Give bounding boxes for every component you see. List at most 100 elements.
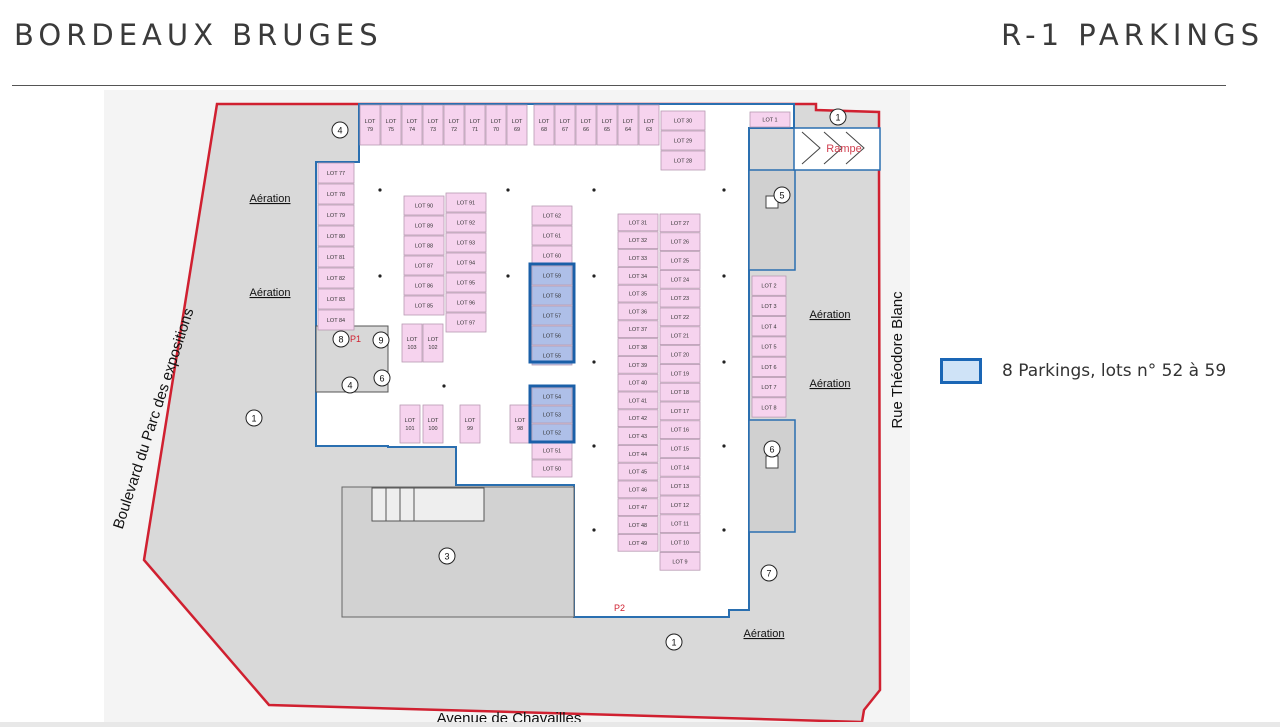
- parking-lot: [659, 514, 701, 533]
- parking-lot: [659, 401, 701, 421]
- parking-lot: [317, 288, 355, 310]
- parking-lot-label: LOT 14: [671, 465, 689, 471]
- zone-marker-label: 6: [769, 445, 774, 455]
- parking-lot: [659, 232, 701, 252]
- zone-marker-circle: [245, 409, 263, 427]
- parking-lot: [403, 215, 445, 236]
- parking-lot-label: LOT 33: [629, 256, 647, 262]
- parking-lot-label: LOT 1: [762, 118, 777, 124]
- parking-lot: [596, 104, 618, 146]
- parking-lot-label: LOT 17: [671, 409, 689, 415]
- parking-lot: [403, 275, 445, 296]
- legend-text: 8 Parkings, lots n° 52 à 59: [1002, 361, 1227, 381]
- zone-marker-circle: [341, 376, 359, 394]
- parking-lot: [660, 150, 706, 171]
- zone-marker-circle: [373, 369, 391, 387]
- parking-lot: [445, 252, 487, 273]
- parking-lot-label: LOT 27: [671, 221, 689, 227]
- header-divider: [12, 85, 1226, 86]
- parking-lot: [380, 104, 402, 146]
- parking-lot: [617, 391, 659, 410]
- highlight-frame: [528, 262, 576, 364]
- parking-lot-label: LOT 80: [327, 234, 345, 240]
- zone-marker-label: 1: [251, 414, 256, 424]
- pillar-dot: [378, 274, 382, 278]
- parking-lot: [509, 404, 531, 444]
- parking-lot: [445, 192, 487, 213]
- header-title-right: R-1 PARKINGS: [1001, 18, 1264, 52]
- parking-lot: [403, 295, 445, 316]
- parking-lot-label: LOT 15: [671, 447, 689, 453]
- parking-lot: [617, 498, 659, 516]
- p2-label: P2: [614, 603, 625, 613]
- zone-marker-label: 1: [671, 638, 676, 648]
- pillar-dot: [442, 384, 446, 388]
- parking-lot-label: LOT 58: [543, 294, 561, 300]
- zone-marker-label: 8: [338, 335, 343, 345]
- parking-lot: [659, 495, 701, 515]
- parking-lot: [659, 363, 701, 383]
- parking-lot: [531, 459, 573, 478]
- parking-lot-label: LOT 48: [629, 523, 647, 529]
- parking-lot-label: LOT 90: [415, 204, 433, 210]
- pillar-dot: [722, 188, 726, 192]
- parking-lot: [617, 533, 659, 552]
- parking-lot-label: LOT 77: [327, 171, 345, 177]
- parking-lot-label: LOT 42: [629, 416, 647, 422]
- zone-marker-circle: [331, 121, 349, 139]
- parking-lot: [445, 232, 487, 253]
- parking-lot: [659, 551, 701, 571]
- parking-lot-label: LOT 46: [629, 487, 647, 493]
- parking-lot: [659, 382, 701, 402]
- zone-marker-label: 5: [779, 191, 784, 201]
- parking-lot-label: LOT 43: [629, 434, 647, 440]
- parking-lot-label: LOT 4: [761, 324, 776, 330]
- zone-marker-circle: [773, 186, 791, 204]
- parking-lot-label: LOT 82: [327, 276, 345, 282]
- parking-lot-label: LOT 11: [671, 522, 689, 528]
- parking-lot: [617, 231, 659, 250]
- zone-marker-circle: [760, 564, 778, 582]
- footer-strip: [0, 722, 1280, 727]
- parking-lot-label: LOT 60: [543, 254, 561, 260]
- pillar-dot: [722, 360, 726, 364]
- parking-lot-label: LOT 38: [629, 345, 647, 351]
- parking-lot-label: LOT 44: [629, 452, 647, 458]
- parking-lot-label: LOT 81: [327, 255, 345, 261]
- parking-lot: [617, 516, 659, 534]
- parking-lot: [751, 295, 787, 317]
- parking-lot-label: LOT 87: [415, 264, 433, 270]
- parking-lot: [401, 104, 423, 146]
- parking-lot-label: LOT 2: [761, 284, 776, 290]
- parking-lot: [317, 204, 355, 226]
- right-service-mid: [748, 419, 796, 533]
- pillar-dot: [506, 188, 510, 192]
- zone-marker-label: 9: [378, 336, 383, 346]
- parking-lot: [617, 480, 659, 499]
- parking-lot: [749, 111, 791, 128]
- aeration-label: Aération: [810, 378, 851, 390]
- zone-marker-label: 3: [444, 552, 449, 562]
- parking-lot: [464, 104, 486, 146]
- parking-lot-label: LOT 25: [671, 259, 689, 265]
- parking-lot-label: LOT 34: [629, 274, 647, 280]
- stair-block: [371, 487, 485, 522]
- parking-lot: [506, 104, 528, 146]
- parking-lot-label: LOT 79: [327, 213, 345, 219]
- pillar-dot: [592, 360, 596, 364]
- parking-lot-label: LOT 21: [671, 334, 689, 340]
- parking-lot-label: LOT 24: [671, 277, 689, 283]
- parking-lot: [617, 249, 659, 267]
- parking-lot: [445, 312, 487, 333]
- parking-lot-label: LOT 12: [671, 503, 689, 509]
- parking-lot-label: LOT 62: [543, 214, 561, 220]
- parking-lot: [659, 476, 701, 496]
